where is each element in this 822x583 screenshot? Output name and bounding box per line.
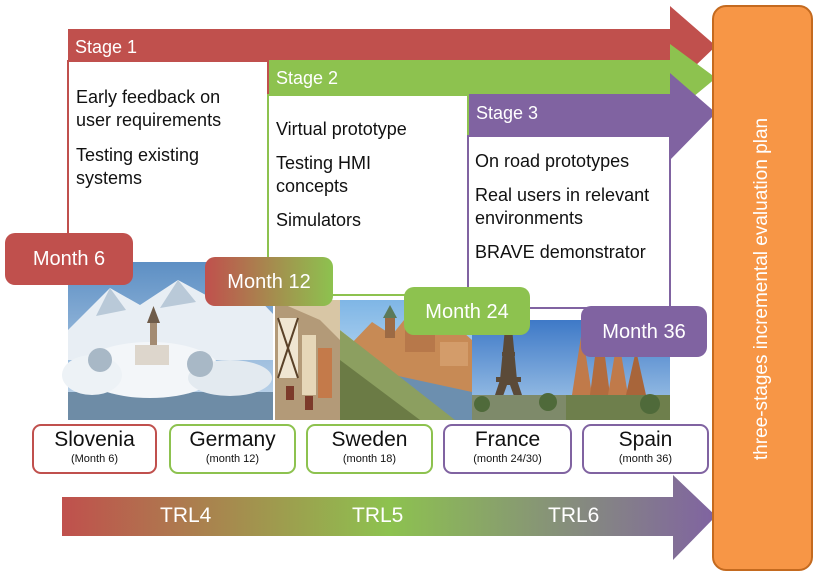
trl-arrow (62, 475, 716, 560)
country-box-germany (169, 424, 296, 474)
side-panel (712, 5, 813, 571)
country-date: (month 12) (205, 453, 260, 465)
stage3-item-3: BRAVE demonstrator (475, 242, 646, 262)
country-spain: Spain (month 36) (583, 428, 708, 466)
stage3-item-1: On road prototypes (475, 151, 630, 171)
country-slovenia: Slovenia (Month 6) (33, 428, 156, 466)
stage2-item-2: Testing HMI concepts (276, 153, 372, 196)
stage2-arrow (268, 44, 716, 116)
country-france: France (month 24/30) (444, 428, 571, 466)
country-germany: Germany (month 12) (170, 428, 295, 466)
country-date: (Month 6) (70, 453, 119, 465)
side-panel-label: three-stages incremental evaluation plan (751, 117, 772, 461)
country-name: Spain (618, 428, 673, 451)
stage1-label: Stage 1 (75, 37, 138, 57)
month6-label: Month 6 (32, 248, 106, 270)
month12-label: Month 12 (227, 271, 311, 293)
month6-badge (5, 233, 133, 285)
photo-france (472, 320, 566, 420)
country-date: (month 18) (342, 453, 397, 465)
country-date: (month 24/30) (473, 453, 542, 465)
country-name: Sweden (331, 428, 408, 451)
month24-label: Month 24 (425, 301, 509, 323)
trl4-label: TRL4 (160, 504, 212, 527)
stage3-box (467, 135, 671, 309)
country-box-sweden (306, 424, 433, 474)
country-sweden: Sweden (month 18) (307, 428, 432, 466)
country-box-spain (582, 424, 709, 474)
month36-badge (581, 306, 707, 357)
stage3-arrow (468, 73, 716, 160)
stage1-arrow (68, 6, 716, 90)
country-date: (month 36) (618, 453, 673, 465)
month24-badge (404, 287, 530, 335)
month12-badge (205, 257, 333, 306)
stage2-item-1: Virtual prototype (276, 119, 407, 139)
stage2-item-3: Simulators (276, 210, 362, 230)
stage2-label: Stage 2 (276, 68, 339, 88)
stage3-label: Stage 3 (476, 103, 539, 123)
country-box-slovenia (32, 424, 157, 474)
photo-germany (274, 300, 340, 420)
country-name: Germany (189, 428, 276, 451)
stage3-item-2: Real users in relevant environments (475, 185, 650, 228)
stage1-item-2: Testing existing systems (76, 145, 200, 188)
country-box-france (443, 424, 572, 474)
month36-label: Month 36 (602, 321, 686, 343)
trl6-label: TRL6 (548, 504, 600, 527)
stage1-item-1: Early feedback on user requirements (76, 87, 222, 130)
country-name: France (474, 428, 541, 451)
trl5-label: TRL5 (352, 504, 404, 527)
country-name: Slovenia (54, 428, 135, 451)
